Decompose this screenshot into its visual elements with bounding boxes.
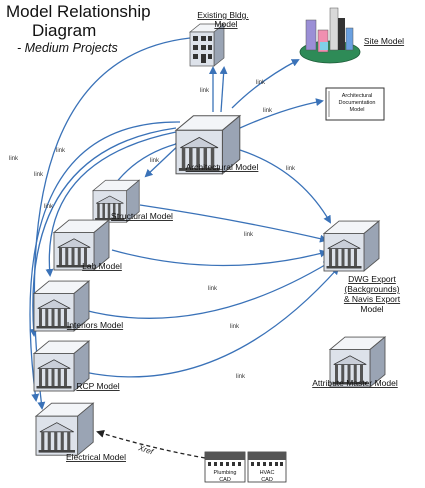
link-label-rcp-dwg: link <box>236 374 246 380</box>
link-label-lab-dwg: link <box>208 286 218 292</box>
dwg-export-building-icon <box>323 220 380 272</box>
site-icon <box>299 7 361 64</box>
node-attribute-master[interactable]: Attribute Master Model <box>312 336 398 388</box>
lab-label: Lab Model <box>82 261 122 271</box>
node-dwg-export[interactable]: DWG Export (Backgrounds) & Navis Export … <box>323 220 401 314</box>
node-rcp[interactable]: RCP Model <box>33 340 120 392</box>
link-label-structural-dwg: link <box>244 232 254 238</box>
existing-building-label-line-2: Model <box>214 19 237 29</box>
interiors-label: Interiors Model <box>67 320 123 330</box>
plumbing-label-line-2: CAD <box>219 477 231 483</box>
edge-labels: link link link link link link link link … <box>9 80 296 457</box>
existing-building-label-line-1: Existing Bldg. <box>197 10 249 20</box>
dwg-label-line-1: DWG Export <box>348 274 396 284</box>
rcp-label: RCP Model <box>76 381 119 391</box>
edge-xref-electrical <box>96 429 206 459</box>
dwg-label-line-3: & Navis Export <box>344 294 401 304</box>
arch-doc-label-line-1: Architectural <box>342 93 373 99</box>
edge-interiors-dwg <box>83 260 332 319</box>
xref-label: Xref <box>136 443 154 457</box>
structural-label: Structural Model <box>111 211 173 221</box>
existing-building-icon <box>189 23 225 67</box>
edge-arch-rcp <box>29 127 177 337</box>
edge-arch-doc <box>239 98 324 129</box>
architectural-label: Architectural Model <box>186 162 259 172</box>
link-label-arch-dwg: link <box>286 166 296 172</box>
node-lab[interactable]: Lab Model <box>53 219 122 271</box>
attribute-master-label: Attribute Master Model <box>312 378 398 388</box>
plumbing-cad-icon <box>204 451 246 483</box>
edge-arch-electrical <box>29 121 181 402</box>
arch-doc-label-line-3: Model <box>350 107 365 113</box>
link-label-arch-doc: link <box>263 108 273 114</box>
plumbing-label-line-1: Plumbing <box>214 470 237 476</box>
electrical-building-icon <box>35 402 94 456</box>
node-interiors[interactable]: Interiors Model <box>33 280 123 332</box>
node-hvac-cad[interactable]: HVAC CAD <box>247 451 287 483</box>
node-electrical[interactable]: Electrical Model <box>35 402 126 462</box>
edge-arch-interiors <box>45 131 177 277</box>
node-existing-building[interactable]: Existing Bldg. Model <box>189 10 249 67</box>
site-label: Site Model <box>364 36 404 46</box>
edge-structural-dwg <box>139 204 328 243</box>
node-arch-documentation[interactable]: Architectural Documentation Model <box>325 87 385 121</box>
diagram-title-line-2: Diagram <box>32 21 96 40</box>
link-label-arc-4: link <box>44 204 54 210</box>
hvac-label-line-2: CAD <box>261 477 273 483</box>
edge-rcp-dwg <box>83 266 340 378</box>
electrical-label: Electrical Model <box>66 452 126 462</box>
link-label-arc-2: link <box>34 172 44 178</box>
edge-lab-dwg <box>111 249 328 267</box>
link-label-existing: link <box>200 88 210 94</box>
arch-doc-label-line-2: Documentation <box>339 100 376 106</box>
diagram-title-line-1: Model Relationship <box>6 2 151 21</box>
dwg-label-line-4: Model <box>360 304 383 314</box>
edge-arch-dwg <box>239 149 332 224</box>
documentation-notebook-icon <box>325 87 385 121</box>
node-structural[interactable]: Structural Model <box>92 179 173 223</box>
link-label-interiors-dwg: link <box>230 324 240 330</box>
node-architectural[interactable]: Architectural Model <box>175 115 259 175</box>
node-site[interactable]: Site Model <box>299 7 404 64</box>
link-label-structural: link <box>150 158 160 164</box>
node-plumbing-cad[interactable]: Plumbing CAD <box>204 451 246 483</box>
hvac-cad-icon <box>247 451 287 483</box>
link-label-site: link <box>256 80 266 86</box>
link-label-arc-3: link <box>9 156 19 162</box>
diagram-subtitle: - Medium Projects <box>17 41 118 55</box>
link-label-arc-1: link <box>56 148 66 154</box>
edge-arch-existing-2 <box>219 66 228 113</box>
edge-arch-site <box>231 59 300 109</box>
hvac-label-line-1: HVAC <box>260 470 275 476</box>
dwg-label-line-2: (Backgrounds) <box>344 284 399 294</box>
